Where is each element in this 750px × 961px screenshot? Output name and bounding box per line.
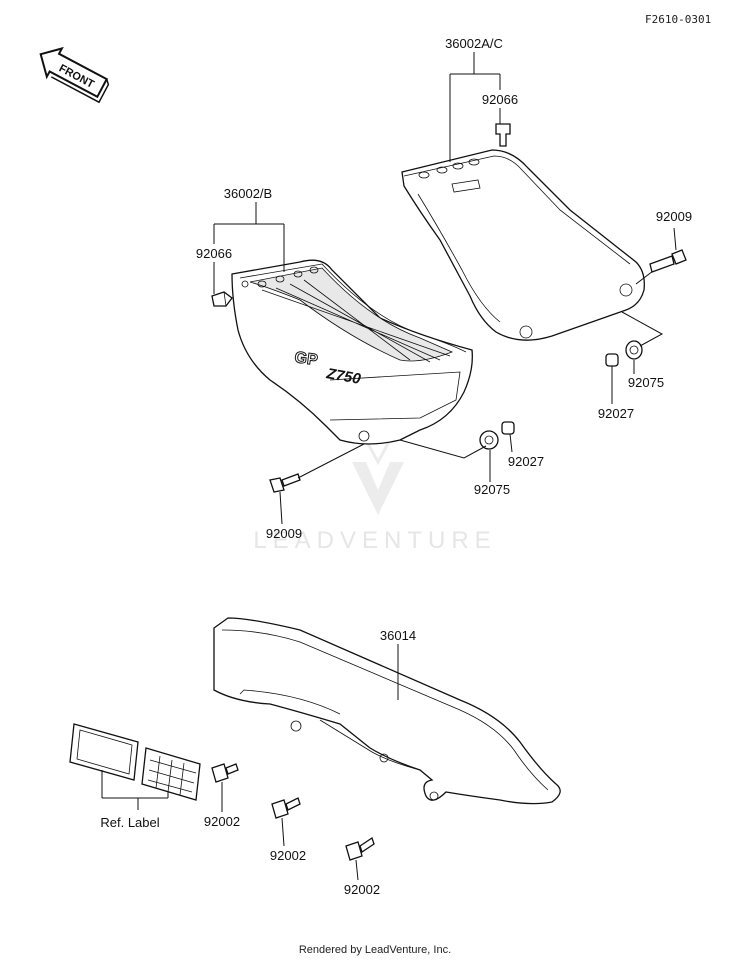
label-92009-bottom: 92009 [266,526,302,541]
badge-gp: GP [293,349,319,369]
label-92027-mid: 92027 [508,454,544,469]
bolt-92002-c [345,836,375,861]
leadventure-watermark: LEADVENTURE [253,439,496,554]
collar-92027-mid [501,421,515,435]
label-92002-a: 92002 [204,814,240,829]
label-92002-b: 92002 [270,848,306,863]
label-92075-right: 92075 [628,375,664,390]
grommet-92075-right [625,340,643,360]
bolt-92009-right [635,249,687,285]
watermark-text: LEADVENTURE [253,527,496,554]
clip-92066-left [211,291,233,307]
diagram-code: F2610-0301 [645,13,711,26]
label-92009-right: 92009 [656,209,692,224]
ref-label-plate-2 [141,747,201,801]
bolt-92002-a [211,763,239,783]
side-cover-left: GP Z750 [231,259,473,445]
front-arrow-icon: FRONT [39,46,110,104]
label-92066-left: 92066 [196,246,232,261]
label-36002b: 36002/B [224,186,272,201]
grommet-92075-mid [479,430,499,450]
footer-credit: Rendered by LeadVenture, Inc. [299,944,451,956]
ref-label-plate-1 [69,723,139,781]
leader-lines-lower [101,644,399,881]
label-92066-upper: 92066 [482,92,518,107]
bolt-92009-bottom [269,473,301,493]
clip-92066-upper [495,123,511,147]
badge-model: Z750 [324,365,362,388]
side-cover-right [401,149,645,341]
label-92027-right: 92027 [598,406,634,421]
chain-guard [213,617,561,805]
label-36014: 36014 [380,628,416,643]
label-92002-c: 92002 [344,882,380,897]
collar-92027-right [605,353,619,367]
part-labels: 36002A/C 92066 92009 36002/B 92066 92075… [100,36,692,897]
bolt-92002-b [271,797,301,819]
leader-lines-upper [213,52,677,525]
label-ref-label: Ref. Label [100,815,159,830]
label-36002ac: 36002A/C [445,36,503,51]
label-92075-mid: 92075 [474,482,510,497]
